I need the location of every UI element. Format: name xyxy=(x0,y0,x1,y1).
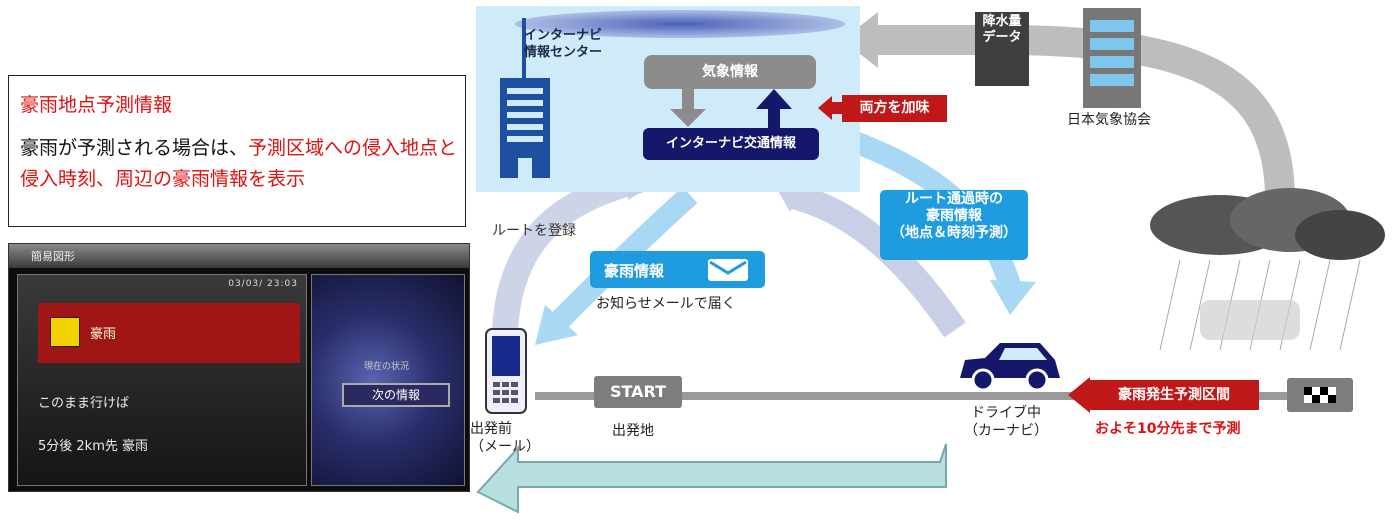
envelope-icon xyxy=(708,259,748,281)
start-marker: START xyxy=(594,376,682,408)
car-to-center-arrow xyxy=(786,182,966,338)
red-left-arrow-icon xyxy=(818,96,844,120)
goal-flag xyxy=(1287,378,1353,412)
route-pass-info: ルート通過時の 豪雨情報 （地点＆時刻予測） xyxy=(880,190,1028,260)
route-register-label: ルートを登録 xyxy=(492,223,576,239)
rain-zone-label: 豪雨発生予測区間 xyxy=(1089,380,1259,410)
nav-right-panel: 現在の状況 次の情報 xyxy=(311,274,465,486)
both-factors-label: 両方を加味 xyxy=(842,95,947,122)
mobile-phone-icon xyxy=(485,328,527,414)
nav-line1: このまま行けば xyxy=(38,396,130,411)
driving-label: ドライブ中 （カーナビ） xyxy=(964,405,1048,439)
callout-title: 豪雨地点予測情報 xyxy=(20,94,173,116)
mail-info-box: 豪雨情報 xyxy=(590,251,765,288)
nav-left-panel: 03/03/ 23:03 豪雨 このまま行けば 5分後 2km先 豪雨 xyxy=(17,274,307,486)
nav-alert-label: 豪雨 xyxy=(90,327,117,342)
callout-body-red: 予測区域への侵入地点と侵入時刻、周辺の豪雨情報を表示 xyxy=(20,137,458,190)
car-navi-screen: 簡易図形 03/03/ 23:03 豪雨 このまま行けば 5分後 2km先 豪雨… xyxy=(8,243,470,492)
gray-arrowhead xyxy=(842,12,878,68)
center-name: インターナビ 情報センター xyxy=(524,28,603,60)
nav-header: 簡易図形 xyxy=(31,250,75,263)
weather-info-box: 気象情報 xyxy=(644,55,816,89)
start-place-label: 出発地 xyxy=(612,423,654,439)
zone-arrow-icon xyxy=(1068,377,1090,413)
down-arrow-icon xyxy=(670,109,706,127)
rainfall-data-doc: 降水量 データ xyxy=(975,12,1029,86)
mail-sub-label: お知らせメールで届く xyxy=(596,296,736,312)
callout-body: 豪雨が予測される場合は、予測区域への侵入地点と侵入時刻、周辺の豪雨情報を表示 xyxy=(20,133,460,195)
nav-line2: 5分後 2km先 豪雨 xyxy=(38,439,148,454)
mail-arrowhead xyxy=(535,305,578,345)
jma-label: 日本気象協会 xyxy=(1067,112,1151,128)
callout-box: 豪雨地点予測情報 豪雨が予測される場合は、予測区域への侵入地点と侵入時刻、周辺の… xyxy=(8,75,466,227)
nav-side-text: 現在の状況 xyxy=(364,362,410,372)
rain-cloud-icon xyxy=(1150,188,1385,351)
callout-body-black: 豪雨が予測される場合は、 xyxy=(20,137,249,159)
mail-label: 豪雨情報 xyxy=(604,262,665,280)
road xyxy=(535,392,1295,400)
gray-car-icon xyxy=(1200,300,1300,340)
traffic-info-box: インターナビ交通情報 xyxy=(643,128,819,160)
nav-time: 03/03/ 23:03 xyxy=(228,279,298,289)
gray-curve-arrow xyxy=(870,25,1295,201)
nav-header-bar: 簡易図形 xyxy=(9,244,469,268)
checkered-flag-icon xyxy=(1304,387,1336,403)
center-ellipse xyxy=(515,10,845,38)
next-info-button[interactable]: 次の情報 xyxy=(342,383,450,407)
up-arrow-icon xyxy=(756,89,792,109)
nav-alert-box: 豪雨 xyxy=(38,303,300,363)
center-building-icon xyxy=(500,18,550,178)
umbrella-icon xyxy=(50,317,80,347)
teal-back-arrow xyxy=(476,443,947,514)
car-icon xyxy=(960,343,1060,392)
center-inner-arrows xyxy=(670,89,792,129)
jma-building-icon xyxy=(1083,8,1141,108)
before-departure-label: 出発前 （メール） xyxy=(470,421,540,455)
rain-predict-label: およそ10分先まで予測 xyxy=(1095,421,1241,437)
center-car-arrowhead xyxy=(990,280,1036,315)
